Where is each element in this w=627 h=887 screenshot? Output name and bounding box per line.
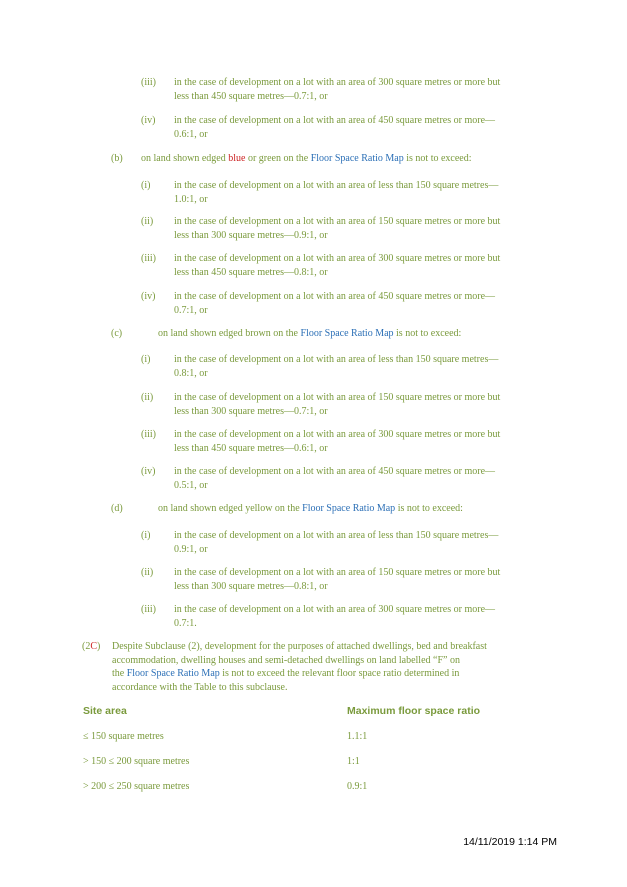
table-cell: 1.1:1	[347, 731, 368, 742]
item-number: (iv)	[141, 291, 156, 302]
item-text: less than 450 square metres—0.6:1, or	[174, 442, 328, 454]
print-timestamp: 14/11/2019 1:14 PM	[463, 836, 557, 848]
clause-text: accordance with the Table to this subcla…	[112, 681, 288, 693]
item-number: (c)	[111, 328, 123, 339]
table-header-site-area: Site area	[83, 705, 127, 717]
table-cell: ≤ 150 square metres	[83, 731, 164, 742]
clause-text: the Floor Space Ratio Map is not to exce…	[112, 668, 460, 679]
clause-number: (2C)	[82, 641, 101, 652]
item-number: (d)	[111, 503, 123, 514]
table-cell: > 200 ≤ 250 square metres	[83, 781, 190, 792]
item-text: less than 450 square metres—0.8:1, or	[174, 266, 328, 278]
floor-space-ratio-map-link[interactable]: Floor Space Ratio Map	[302, 503, 396, 514]
item-text: 0.7:1.	[174, 617, 197, 629]
item-number: (iv)	[141, 466, 156, 477]
item-text: less than 300 square metres—0.7:1, or	[174, 405, 328, 417]
item-text: 0.9:1, or	[174, 543, 208, 555]
item-text: in the case of development on a lot with…	[174, 115, 496, 126]
item-text: in the case of development on a lot with…	[174, 392, 501, 403]
floor-space-ratio-map-link[interactable]: Floor Space Ratio Map	[300, 328, 394, 339]
item-number: (ii)	[141, 392, 154, 403]
item-text: on land shown edged brown on the Floor S…	[158, 328, 462, 339]
item-number: (i)	[141, 354, 151, 365]
item-text: in the case of development on a lot with…	[174, 429, 501, 440]
floor-space-ratio-map-link[interactable]: Floor Space Ratio Map	[310, 153, 404, 164]
item-text: less than 450 square metres—0.7:1, or	[174, 90, 328, 102]
item-number: (ii)	[141, 216, 154, 227]
floor-space-ratio-map-link[interactable]: Floor Space Ratio Map	[126, 668, 220, 679]
item-text: 0.5:1, or	[174, 479, 208, 491]
item-text: 0.6:1, or	[174, 128, 208, 140]
table-header-max-fsr: Maximum floor space ratio	[347, 705, 481, 717]
item-number: (b)	[111, 153, 123, 164]
item-text: in the case of development on a lot with…	[174, 354, 499, 365]
item-text: less than 300 square metres—0.8:1, or	[174, 580, 328, 592]
item-number: (iv)	[141, 115, 156, 126]
item-text: on land shown edged yellow on the Floor …	[158, 503, 463, 514]
clause-text: accommodation, dwelling houses and semi-…	[112, 654, 460, 666]
item-text: less than 300 square metres—0.9:1, or	[174, 229, 328, 241]
item-text: in the case of development on a lot with…	[174, 530, 499, 541]
table-cell: > 150 ≤ 200 square metres	[83, 756, 190, 767]
clause-text: Despite Subclause (2), development for t…	[112, 641, 487, 652]
item-number: (iii)	[141, 604, 156, 615]
item-number: (iii)	[141, 429, 156, 440]
item-text: 1.0:1, or	[174, 193, 208, 205]
item-number: (iii)	[141, 77, 156, 88]
item-text: in the case of development on a lot with…	[174, 180, 499, 191]
table-cell: 0.9:1	[347, 781, 368, 792]
item-number: (i)	[141, 180, 151, 191]
item-number: (iii)	[141, 253, 156, 264]
item-text: in the case of development on a lot with…	[174, 291, 496, 302]
item-text: in the case of development on a lot with…	[174, 216, 501, 227]
item-text: in the case of development on a lot with…	[174, 77, 501, 88]
item-text: in the case of development on a lot with…	[174, 253, 501, 264]
item-number: (ii)	[141, 567, 154, 578]
highlight-word: blue	[228, 153, 246, 164]
item-number: (i)	[141, 530, 151, 541]
item-text: on land shown edged blue or green on the…	[141, 153, 472, 164]
item-text: in the case of development on a lot with…	[174, 604, 496, 615]
item-text: in the case of development on a lot with…	[174, 567, 501, 578]
item-text: 0.8:1, or	[174, 367, 208, 379]
item-text: in the case of development on a lot with…	[174, 466, 496, 477]
table-cell: 1:1	[347, 756, 360, 767]
item-text: 0.7:1, or	[174, 304, 208, 316]
